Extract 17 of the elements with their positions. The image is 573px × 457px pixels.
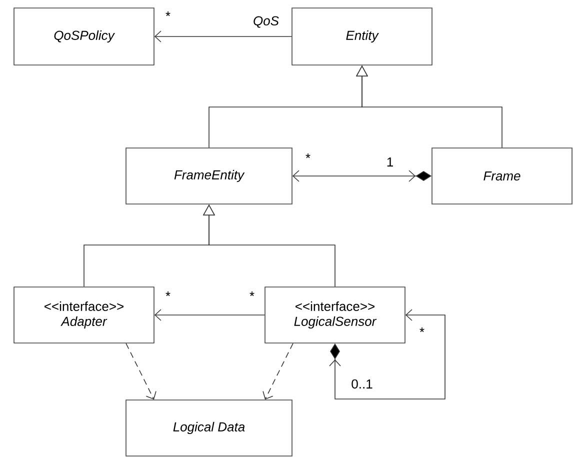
multiplicity-label: * <box>420 328 424 332</box>
interface-box: <<interface>> Adapter <box>14 286 154 344</box>
interface-box: <<interface>> LogicalSensor <box>264 286 406 344</box>
multiplicity-label: 0..1 <box>352 379 372 389</box>
class-box: FrameEntity <box>126 148 292 204</box>
dependency-arrow <box>262 343 294 400</box>
dependency-arrow <box>126 343 156 400</box>
class-box: QoSPolicy <box>14 8 154 66</box>
class-box: Frame <box>432 148 572 204</box>
multiplicity-label: 1 <box>387 158 393 166</box>
association-arrow <box>154 30 292 42</box>
class-box: Logical Data <box>126 400 292 456</box>
multiplicity-label: * <box>306 154 310 158</box>
class-box: Entity <box>292 8 432 66</box>
edge-label: QoS <box>254 16 279 28</box>
association-arrow <box>329 309 446 400</box>
association-arrow <box>154 309 265 321</box>
